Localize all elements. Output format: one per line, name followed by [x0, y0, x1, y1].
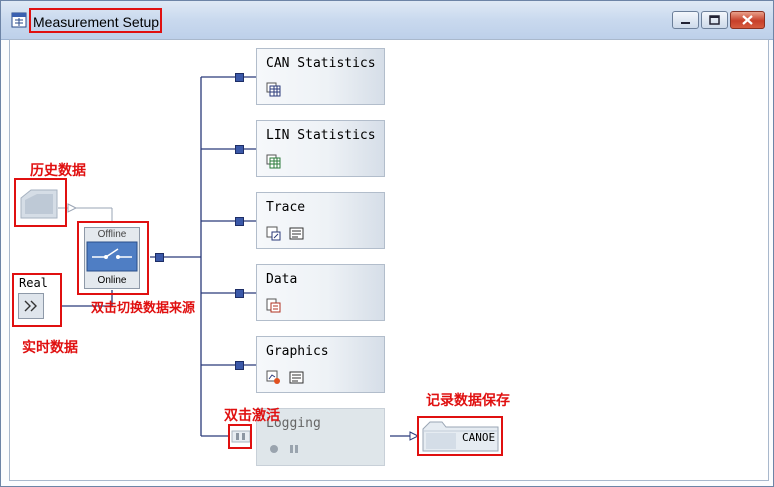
block-label: CAN Statistics — [266, 56, 376, 71]
minimize-button[interactable] — [672, 11, 699, 29]
trace-config-icon[interactable] — [266, 226, 281, 241]
maximize-button[interactable] — [701, 11, 728, 29]
history-data-annotation: 历史数据 — [30, 163, 86, 179]
statistics-window-icon[interactable] — [266, 154, 281, 169]
block-label: LIN Statistics — [266, 128, 376, 143]
switch-source-annotation: 双击切换数据来源 — [91, 301, 196, 316]
connection-node[interactable] — [235, 73, 244, 82]
data-window-icon[interactable] — [266, 298, 281, 313]
close-icon — [742, 15, 753, 25]
log-file-folder-icon[interactable] — [420, 419, 500, 453]
connection-node[interactable] — [155, 253, 164, 262]
statistics-window-icon[interactable] — [266, 82, 281, 97]
block-label: Graphics — [266, 344, 329, 359]
title-bar[interactable]: Measurement Setup — [1, 1, 773, 40]
source-switch[interactable] — [84, 227, 140, 289]
graphics-window-icon[interactable] — [289, 370, 304, 385]
log-file-highlight-box — [417, 416, 503, 456]
connection-node[interactable] — [235, 217, 244, 226]
log-file-label: CANOE — [462, 431, 496, 444]
switch-online-label: Online — [97, 275, 127, 286]
record-icon[interactable] — [268, 443, 280, 455]
switch-offline-label: Offline — [97, 229, 127, 240]
logging-block[interactable] — [256, 408, 385, 466]
title-highlight-box — [29, 8, 162, 33]
activate-annotation: 双击激活 — [224, 408, 280, 424]
trace-window-icon[interactable] — [289, 226, 304, 241]
realtime-data-annotation: 实时数据 — [22, 340, 78, 356]
pause-icon[interactable] — [288, 443, 300, 455]
connection-node[interactable] — [235, 145, 244, 154]
offline-source-icon[interactable] — [17, 184, 63, 224]
window-title: Measurement Setup — [33, 14, 160, 30]
block-label: Data — [266, 272, 298, 287]
real-source-highlight-box — [12, 273, 62, 327]
maximize-icon — [709, 15, 720, 25]
logging-toggle-highlight-box — [228, 424, 252, 449]
minimize-icon — [681, 22, 690, 24]
close-button[interactable] — [730, 11, 765, 29]
graphics-config-icon[interactable] — [266, 370, 281, 385]
measurement-setup-app-icon — [11, 12, 27, 28]
block-label: Trace — [266, 200, 306, 215]
connection-node[interactable] — [235, 361, 244, 370]
logging-label: Logging — [266, 416, 321, 431]
real-source-icon[interactable] — [18, 293, 44, 319]
connection-node[interactable] — [235, 289, 244, 298]
graphics-block[interactable]: Graphics — [256, 336, 385, 393]
offline-source-highlight-box — [14, 178, 67, 227]
trace-block[interactable]: Trace — [256, 192, 385, 249]
data-block[interactable]: Data — [256, 264, 385, 321]
can-statistics-block[interactable]: CAN Statistics — [256, 48, 385, 105]
real-source-label: Real — [19, 276, 48, 290]
lin-statistics-block[interactable]: LIN Statistics — [256, 120, 385, 177]
save-record-annotation: 记录数据保存 — [426, 393, 510, 409]
switch-highlight-box — [77, 221, 149, 295]
